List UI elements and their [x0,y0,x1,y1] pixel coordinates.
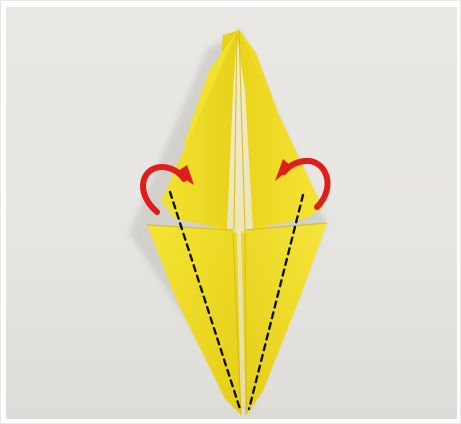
lower-left-flap [147,225,241,415]
upper-left-flap [161,31,237,230]
upper-right-flap [239,31,323,230]
